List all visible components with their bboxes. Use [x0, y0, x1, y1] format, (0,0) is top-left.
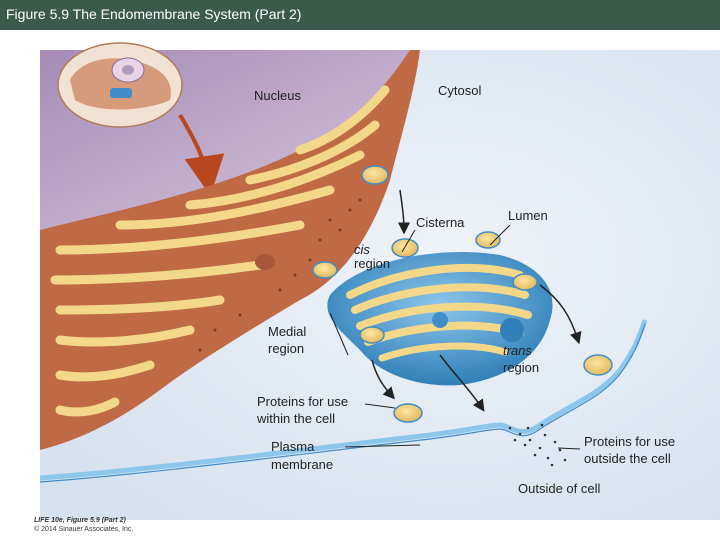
credit-line1: LIFE 10e, Figure 5.9 (Part 2): [34, 517, 126, 524]
label-cisterna: Cisterna: [416, 215, 465, 230]
arrow-golgi-to-vesicle: [371, 359, 396, 400]
label-nucleus: Nucleus: [254, 88, 301, 103]
plasma-membrane: [39, 319, 648, 481]
label-cis-region: region: [354, 256, 390, 271]
label-proteins-outside-line2: outside the cell: [584, 451, 671, 466]
cell-thumbnail: [57, 42, 183, 128]
label-trans: trans: [503, 343, 532, 358]
label-cis: cis: [354, 242, 370, 257]
vesicles: [312, 165, 613, 423]
label-proteins-outside-line1: Proteins for use: [584, 434, 675, 449]
golgi-apparatus: [327, 251, 553, 386]
endomembrane-illustration: Nucleus Cytosol Lumen Cisterna cis regio…: [39, 42, 720, 520]
label-lumen: Lumen: [508, 208, 548, 223]
arrow-er-to-golgi: [397, 189, 410, 235]
label-proteins-within-line2: within the cell: [256, 411, 335, 426]
arrow-golgi-to-trans: [539, 284, 582, 345]
leader-lines: [329, 224, 581, 450]
label-medial-region: region: [268, 341, 304, 356]
arrow-golgi-to-membrane: [439, 354, 485, 412]
label-medial: Medial: [268, 324, 306, 339]
label-trans-region: region: [503, 360, 539, 375]
label-cytosol: Cytosol: [438, 83, 481, 98]
rough-er: [40, 50, 420, 450]
label-outside-cell: Outside of cell: [518, 481, 600, 496]
secreted-proteins: [508, 423, 567, 467]
title-bar: Figure 5.9 The Endomembrane System (Part…: [0, 0, 720, 30]
zoom-arrow: [178, 113, 225, 196]
label-proteins-within-line1: Proteins for use: [257, 394, 348, 409]
credit-line2: © 2014 Sinauer Associates, Inc.: [34, 526, 134, 533]
figure-title: Figure 5.9 The Endomembrane System (Part…: [6, 6, 302, 22]
label-plasma-line2: membrane: [271, 457, 333, 472]
label-plasma-line1: Plasma: [271, 439, 315, 454]
figure-credit: LIFE 10e, Figure 5.9 (Part 2) © 2014 Sin…: [34, 516, 133, 534]
